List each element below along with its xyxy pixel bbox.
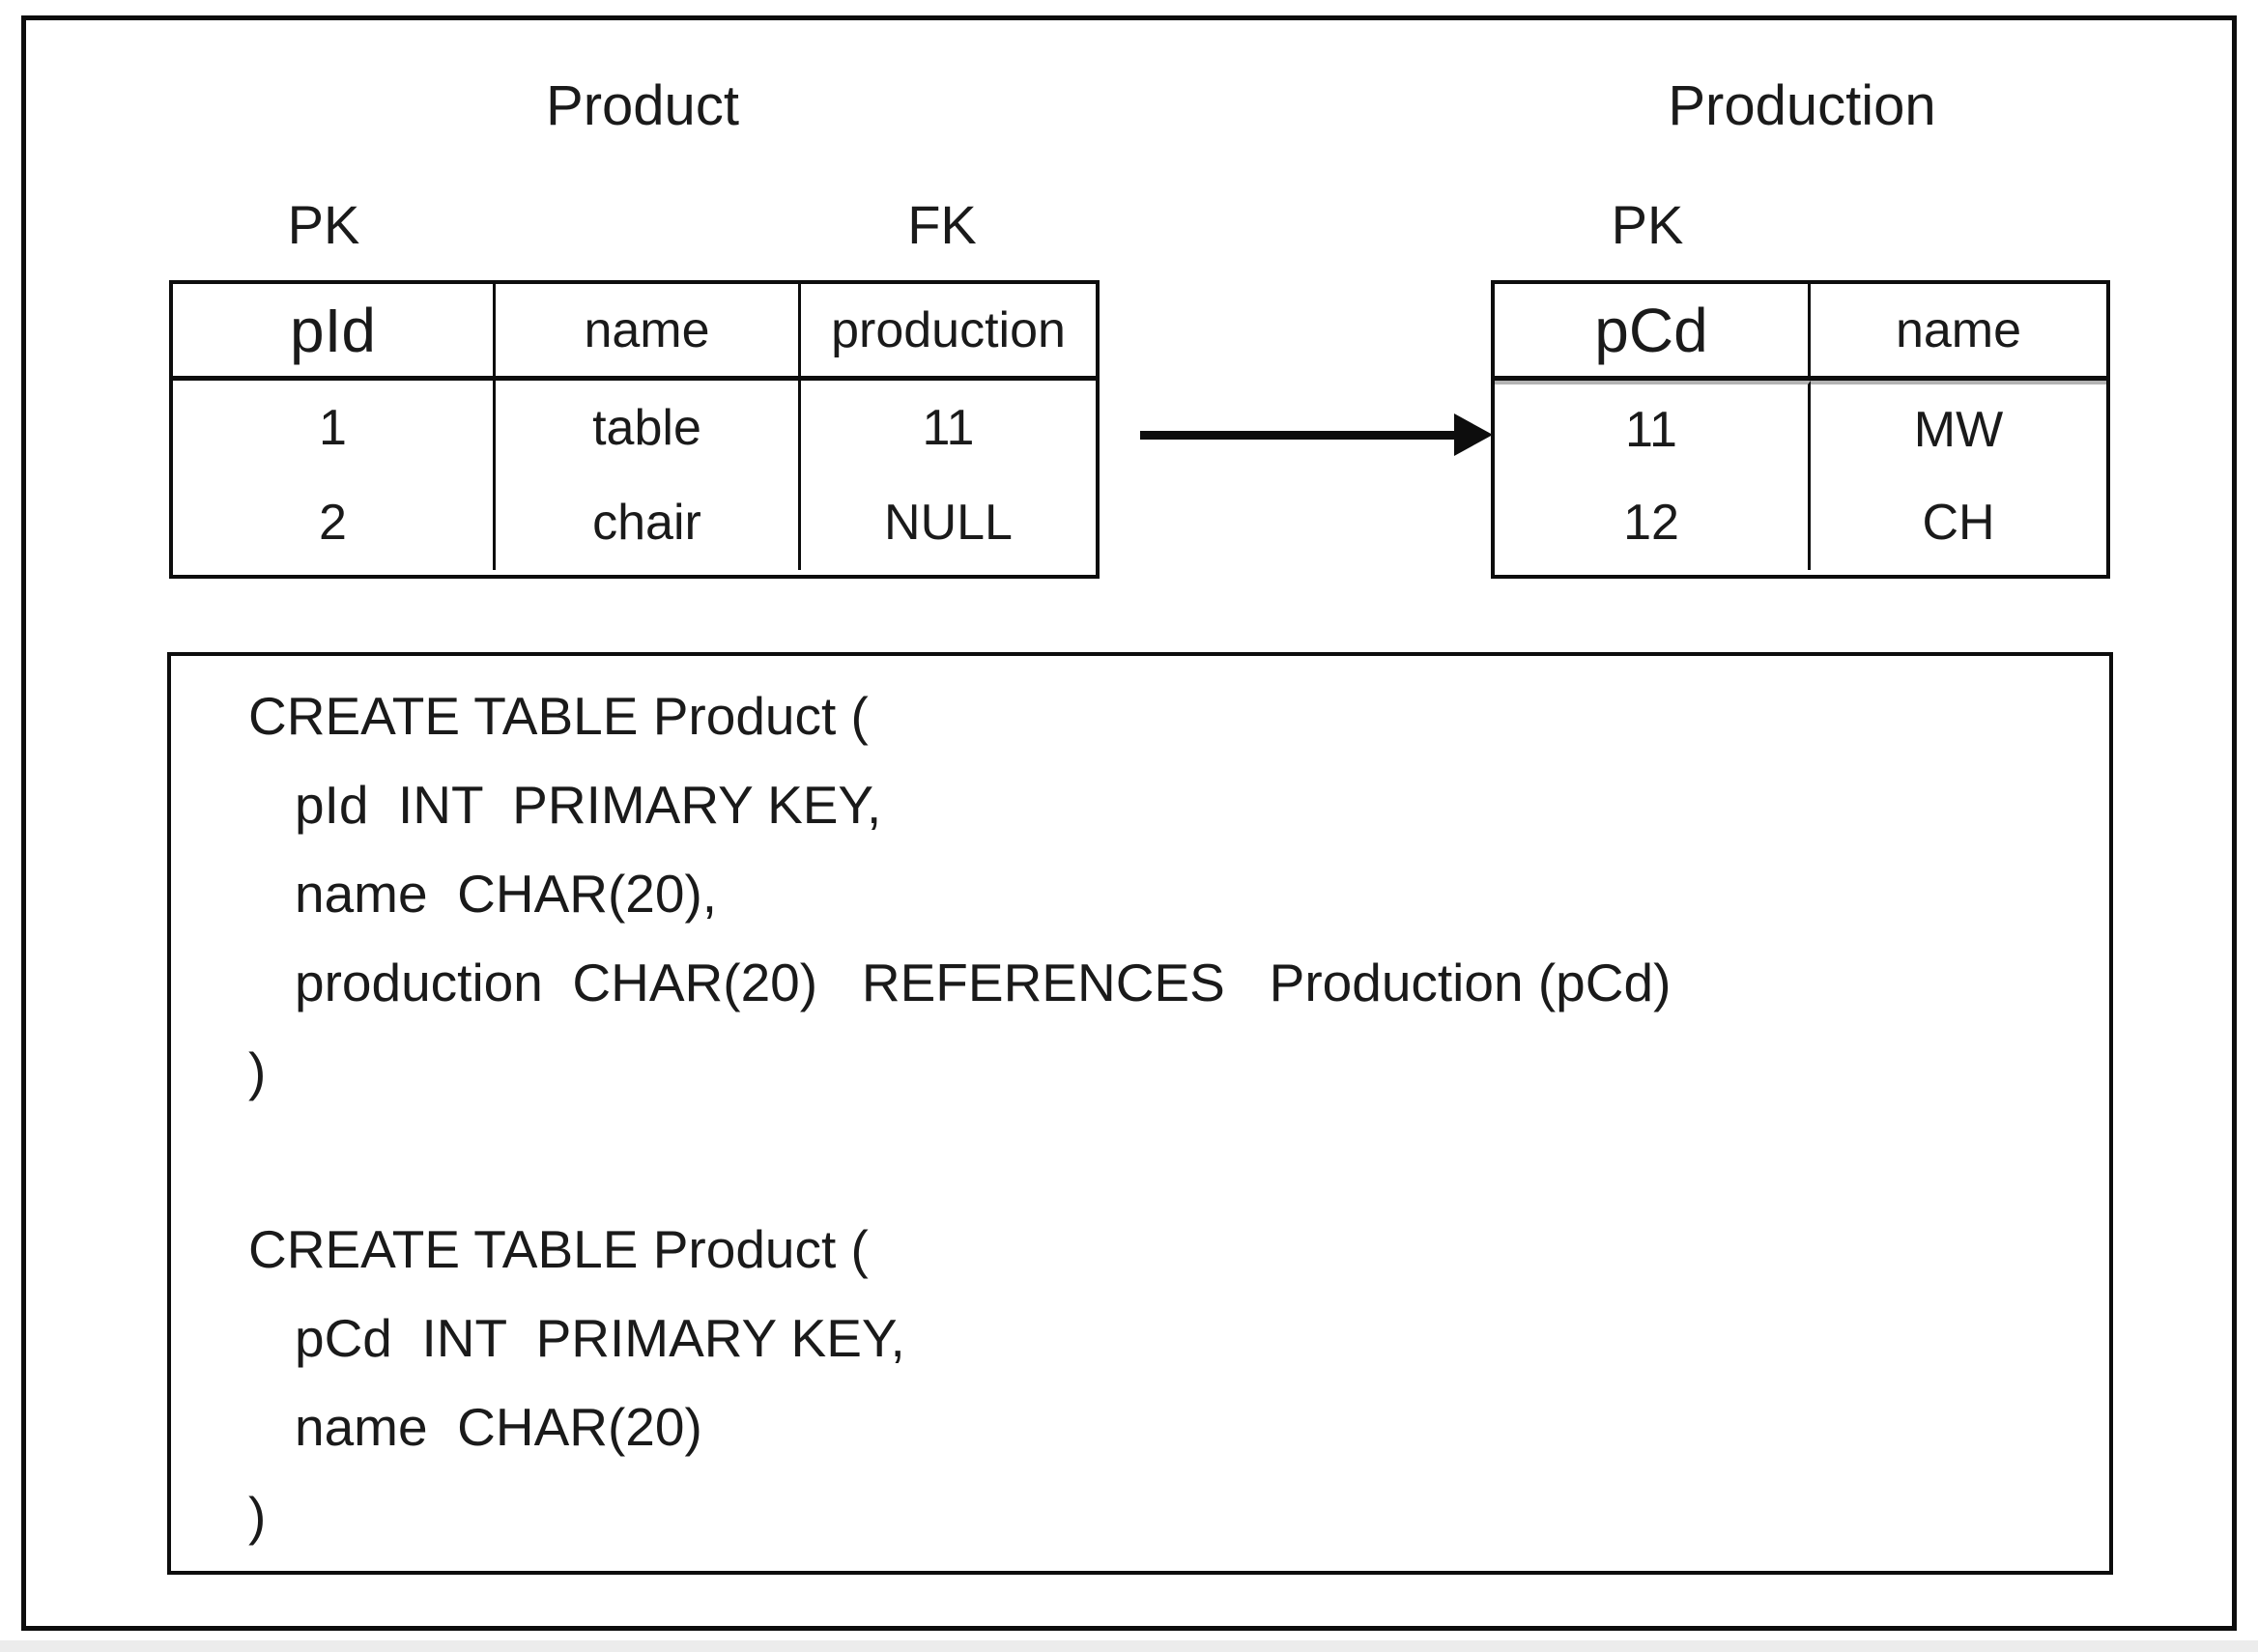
sql-line: CREATE TABLE Product ( — [248, 686, 869, 746]
sql-line: ) — [248, 1041, 267, 1101]
product-table-title: Product — [546, 74, 739, 137]
table-cell: 11 — [1495, 381, 1811, 475]
bottom-edge-strip — [0, 1640, 2258, 1652]
product-col-header-production: production — [801, 284, 1096, 381]
arrow-head-icon — [1454, 413, 1493, 456]
product-table: pId name production 1 table 11 2 chair N… — [169, 280, 1100, 579]
table-cell: 2 — [173, 475, 496, 570]
arrow-line — [1140, 431, 1464, 440]
table-cell: 11 — [922, 400, 975, 456]
table-cell: NULL — [884, 495, 1013, 551]
sql-line: ) — [248, 1486, 267, 1546]
table-cell: chair — [496, 475, 801, 570]
outer-frame — [21, 15, 2237, 1631]
product-col-header-name: name — [496, 284, 801, 381]
sql-line: name CHAR(20), — [295, 864, 718, 924]
sql-line: production CHAR(20) REFERENCES Productio… — [295, 953, 1672, 1012]
product-col-header-pid: pId — [173, 284, 496, 381]
sql-line: name CHAR(20) — [295, 1397, 702, 1457]
sql-line — [248, 1116, 2080, 1205]
production-col-header-name: name — [1811, 284, 2106, 381]
table-cell: table — [496, 381, 801, 475]
table-cell: CH — [1922, 495, 1995, 551]
sql-line: pId INT PRIMARY KEY, — [295, 775, 882, 835]
table-cell: MW — [1811, 381, 2106, 475]
production-table: pCd name 11 MW 12 CH — [1491, 280, 2110, 579]
fk-arrow — [1140, 411, 1493, 459]
production-table-title: Production — [1668, 74, 1936, 137]
sql-line: CREATE TABLE Product ( — [248, 1219, 869, 1279]
pk-label-product: PK — [287, 194, 360, 255]
sql-panel: CREATE TABLE Product ( pId INT PRIMARY K… — [167, 652, 2113, 1575]
production-col-header-pcd: pCd — [1495, 284, 1811, 381]
table-cell: 1 — [173, 381, 496, 475]
pk-label-production: PK — [1611, 194, 1684, 255]
fk-label-product: FK — [907, 194, 977, 255]
table-cell: 12 — [1495, 475, 1811, 570]
sql-line: pCd INT PRIMARY KEY, — [295, 1308, 905, 1368]
